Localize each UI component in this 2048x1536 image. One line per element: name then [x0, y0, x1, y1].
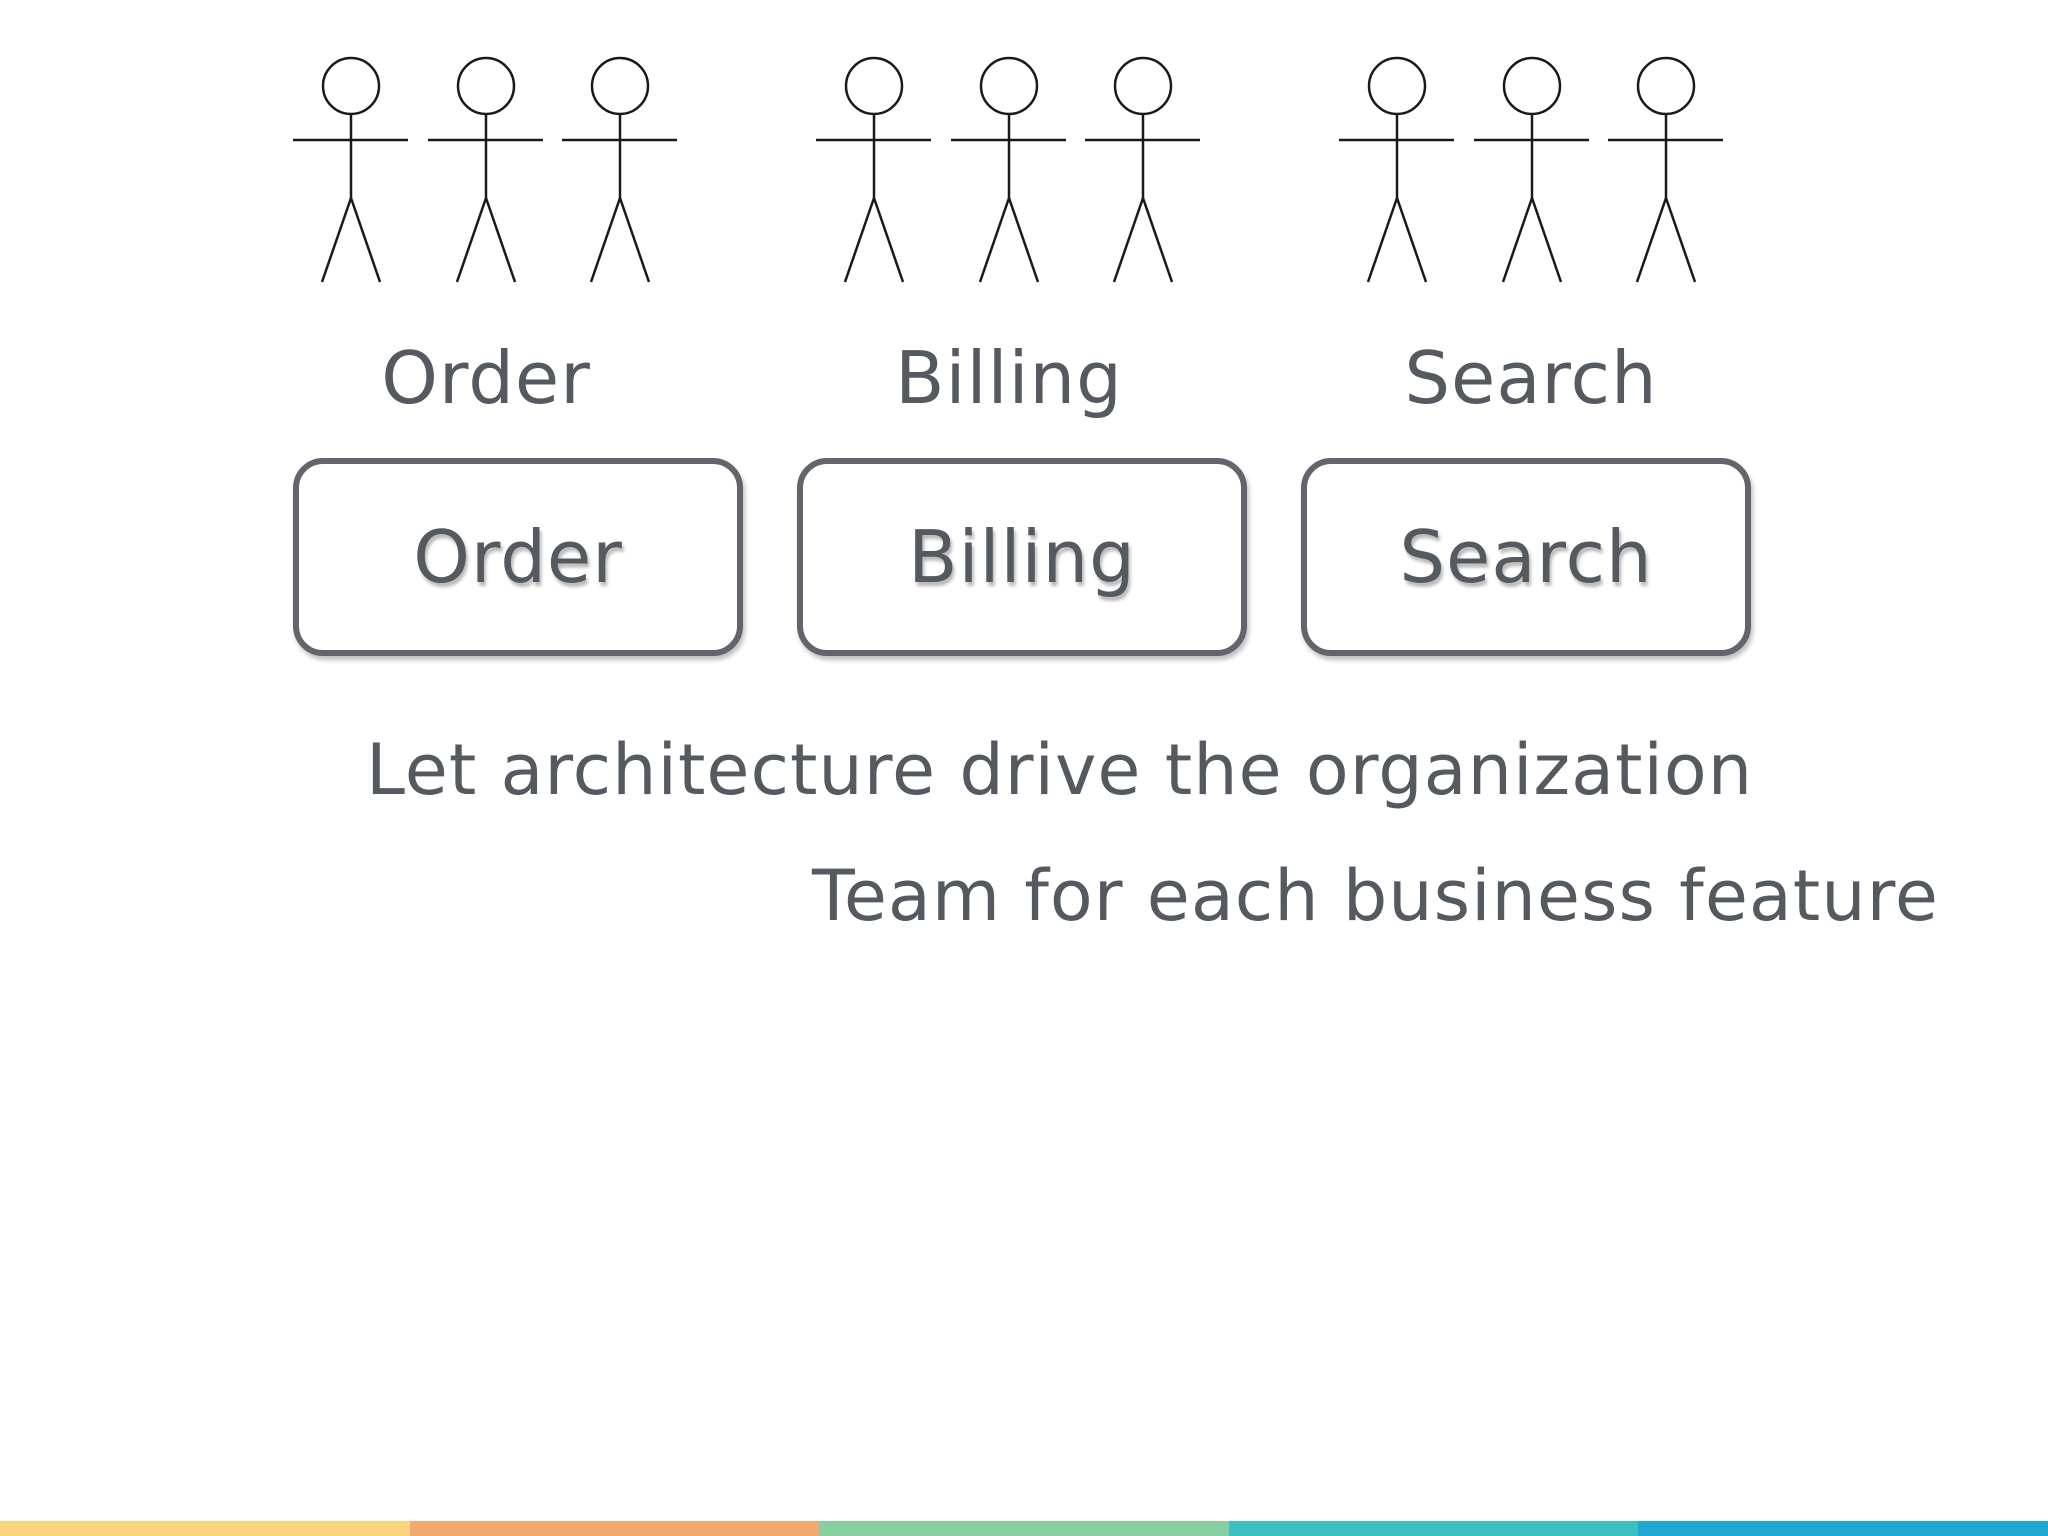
- service-label-order: Order: [413, 515, 623, 599]
- footer-segment-teal: [1228, 1521, 1639, 1536]
- person-icon: [1085, 56, 1200, 283]
- person-icon: [293, 56, 408, 283]
- person-icon: [1339, 56, 1454, 283]
- footer-segment-orange: [409, 1521, 820, 1536]
- person-icon: [1474, 56, 1589, 283]
- team-order-figures: [290, 52, 690, 292]
- team-label-billing: Billing: [895, 336, 1123, 420]
- team-label-order: Order: [381, 336, 591, 420]
- team-billing-figures: [813, 52, 1213, 292]
- person-icon: [428, 56, 543, 283]
- footer-segment-yellow: [0, 1521, 410, 1536]
- stick-figures-icon: [293, 56, 677, 283]
- service-label-search: Search: [1399, 515, 1653, 599]
- footer-segment-blue: [1638, 1521, 2048, 1536]
- person-icon: [816, 56, 931, 283]
- stick-figures-icon: [1339, 56, 1723, 283]
- team-search-figures: [1336, 52, 1736, 292]
- service-label-billing: Billing: [908, 515, 1136, 599]
- caption-architecture: Let architecture drive the organization: [366, 729, 1754, 811]
- service-box-order: Order: [293, 458, 743, 656]
- footer-color-bar: [0, 1521, 2048, 1536]
- person-icon: [1608, 56, 1723, 283]
- service-box-search: Search: [1301, 458, 1751, 656]
- service-box-billing: Billing: [797, 458, 1247, 656]
- caption-team-per-feature: Team for each business feature: [812, 855, 1939, 937]
- stick-figures-icon: [816, 56, 1200, 283]
- person-icon: [562, 56, 677, 283]
- team-label-search: Search: [1404, 336, 1658, 420]
- footer-segment-green: [819, 1521, 1229, 1536]
- person-icon: [951, 56, 1066, 283]
